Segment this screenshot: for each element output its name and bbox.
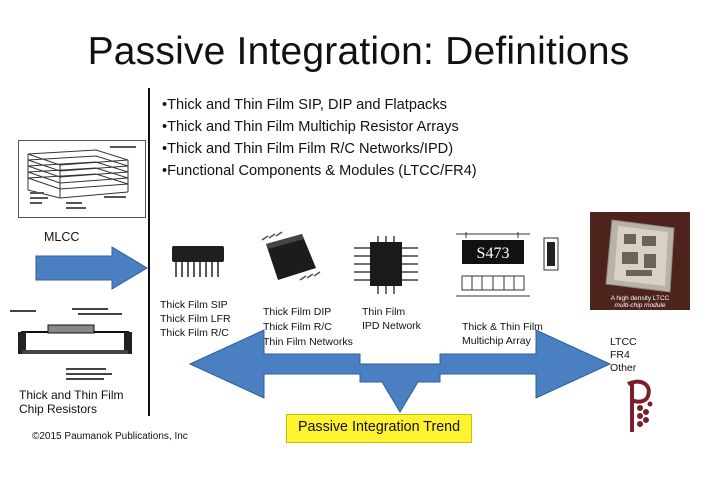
paumanok-logo-icon	[627, 379, 653, 432]
mlcc-arrow-icon	[35, 246, 148, 290]
dip-label: Thick Film DIP Thick Film R/C Thin Film …	[263, 306, 353, 348]
mlcc-cross-section-image	[18, 140, 146, 218]
trend-label: Passive Integration Trend	[297, 419, 461, 435]
chip-resistor-image	[10, 308, 132, 380]
bullet-list: •Thick and Thin Film SIP, DIP and Flatpa…	[162, 94, 477, 182]
ipd-label: Thin Film IPD Network	[362, 306, 421, 332]
mlcc-label: MLCC	[44, 230, 80, 244]
multichip-array-image: S473	[456, 232, 530, 297]
array-label: Thick & Thin Film Multichip Array	[462, 321, 543, 347]
bullet-item: •Thick and Thin Film SIP, DIP and Flatpa…	[162, 97, 447, 113]
ipd-chip-image	[354, 236, 418, 294]
chip-resistor-label: Thick and Thin Film Chip Resistors	[19, 388, 124, 416]
ltcc-module-image: A high density LTCC multi-chip module	[590, 212, 690, 310]
module-label: LTCC FR4 Other	[610, 336, 637, 374]
trend-label-box	[286, 414, 472, 443]
bullet-item: •Thick and Thin Film Film R/C Networks/I…	[162, 141, 454, 157]
sip-chip-image	[172, 246, 224, 277]
ltcc-caption-line1: A high density LTCC	[611, 295, 670, 302]
dip-chip-image	[261, 231, 321, 281]
trend-arrow-icon	[188, 329, 612, 413]
ltcc-caption-line2: multi-chip module	[615, 302, 666, 309]
array-chip-marking: S473	[477, 245, 510, 262]
page-title: Passive Integration: Definitions	[87, 30, 630, 73]
sip-label: Thick Film SIP Thick Film LFR Thick Film…	[160, 299, 231, 339]
side-view-chip-image	[543, 237, 559, 271]
copyright-text: ©2015 Paumanok Publications, Inc	[32, 431, 188, 442]
bullet-item: •Functional Components & Modules (LTCC/F…	[162, 163, 477, 179]
vertical-divider	[148, 88, 150, 416]
bullet-item: •Thick and Thin Film Multichip Resistor …	[162, 119, 459, 135]
